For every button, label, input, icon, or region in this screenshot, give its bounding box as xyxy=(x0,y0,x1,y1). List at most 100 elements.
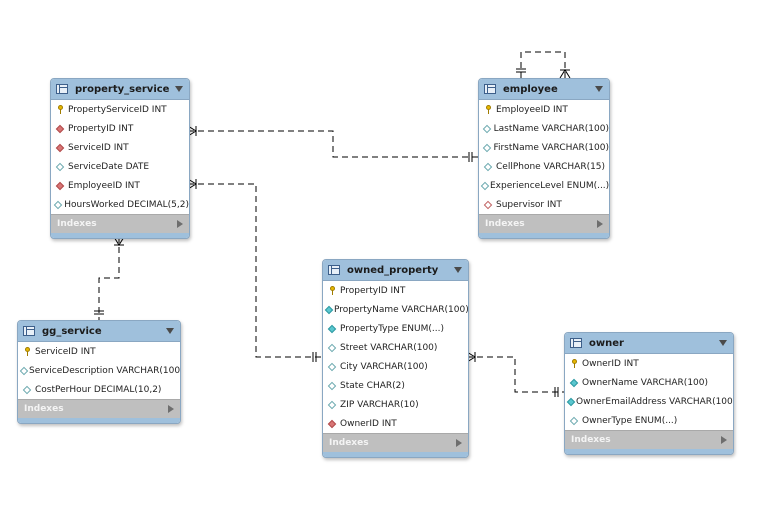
icon-shape xyxy=(483,162,493,171)
collapse-icon[interactable] xyxy=(175,86,183,92)
column-label: Street VARCHAR(100) xyxy=(340,342,438,353)
collapse-icon[interactable] xyxy=(166,328,174,334)
column-label: PropertyID INT xyxy=(340,285,406,296)
nullable-foreign-key-diamond-icon xyxy=(482,200,494,209)
column-row[interactable]: PropertyName VARCHAR(100) xyxy=(323,300,468,319)
not-null-diamond-icon xyxy=(324,305,334,314)
column-row[interactable]: CellPhone VARCHAR(15) xyxy=(479,157,609,176)
bar-owner-owned xyxy=(554,387,559,397)
nullable-diamond-icon xyxy=(480,181,490,190)
column-list: OwnerID INT OwnerName VARCHAR(100)OwnerEm… xyxy=(565,354,733,430)
foreign-key-diamond-icon xyxy=(54,143,66,152)
column-label: ServiceDescription VARCHAR(100) xyxy=(29,365,181,376)
icon-shape xyxy=(55,162,65,171)
entity-header[interactable]: owner xyxy=(565,333,733,354)
column-row[interactable]: Supervisor INT xyxy=(479,195,609,214)
rel-employee-supervisor-self xyxy=(520,51,566,78)
entity-footer xyxy=(51,233,189,238)
foreign-key-diamond-icon xyxy=(54,181,66,190)
column-row[interactable]: CostPerHour DECIMAL(10,2) xyxy=(18,380,180,399)
column-row[interactable]: OwnerType ENUM(...) xyxy=(565,411,733,430)
column-row[interactable]: PropertyID INT xyxy=(323,281,468,300)
indexes-label: Indexes xyxy=(57,219,97,229)
entity-title: gg_service xyxy=(42,325,102,337)
collapse-icon[interactable] xyxy=(454,267,462,273)
column-row[interactable]: ServiceDescription VARCHAR(100) xyxy=(18,361,180,380)
expand-arrow-icon[interactable] xyxy=(177,220,183,228)
column-row[interactable]: ServiceID INT xyxy=(18,342,180,361)
column-list: PropertyID INT PropertyName VARCHAR(100) P… xyxy=(323,281,468,433)
indexes-bar[interactable]: Indexes xyxy=(51,214,189,233)
not-null-diamond-icon xyxy=(566,397,576,406)
indexes-bar[interactable]: Indexes xyxy=(565,430,733,449)
column-row[interactable]: LastName VARCHAR(100) xyxy=(479,119,609,138)
icon-shape xyxy=(55,181,65,190)
nullable-diamond-icon xyxy=(19,366,29,375)
column-label: Supervisor INT xyxy=(496,199,562,210)
table-icon xyxy=(484,84,496,94)
entity-header[interactable]: property_service xyxy=(51,79,189,100)
entity-header[interactable]: gg_service xyxy=(18,321,180,342)
entity-header[interactable]: owned_property xyxy=(323,260,468,281)
column-label: FirstName VARCHAR(100) xyxy=(493,142,609,153)
indexes-bar[interactable]: Indexes xyxy=(18,399,180,418)
column-row[interactable]: City VARCHAR(100) xyxy=(323,357,468,376)
nullable-diamond-icon xyxy=(482,162,494,171)
entity-owned-property[interactable]: owned_property PropertyID INT PropertyNam… xyxy=(322,259,469,458)
icon-shape xyxy=(329,286,335,295)
indexes-label: Indexes xyxy=(485,219,525,229)
column-row[interactable]: ExperienceLevel ENUM(...) xyxy=(479,176,609,195)
icon-shape xyxy=(482,143,491,152)
column-label: PropertyType ENUM(...) xyxy=(340,323,444,334)
column-row[interactable]: PropertyServiceID INT xyxy=(51,100,189,119)
column-row[interactable]: ServiceDate DATE xyxy=(51,157,189,176)
crowfoot-employee-self xyxy=(559,69,571,79)
icon-shape xyxy=(53,200,63,209)
bar-owned-ps xyxy=(312,352,317,362)
entity-title: owner xyxy=(589,337,624,349)
column-row[interactable]: State CHAR(2) xyxy=(323,376,468,395)
column-row[interactable]: PropertyID INT xyxy=(51,119,189,138)
column-row[interactable]: HoursWorked DECIMAL(5,2) xyxy=(51,195,189,214)
column-label: OwnerID INT xyxy=(582,358,639,369)
column-row[interactable]: Street VARCHAR(100) xyxy=(323,338,468,357)
column-row[interactable]: OwnerEmailAddress VARCHAR(100) xyxy=(565,392,733,411)
icon-shape xyxy=(485,105,491,114)
rel-owner-owned-property xyxy=(467,356,564,393)
expand-arrow-icon[interactable] xyxy=(456,439,462,447)
indexes-bar[interactable]: Indexes xyxy=(479,214,609,233)
column-row[interactable]: OwnerID INT xyxy=(565,354,733,373)
expand-arrow-icon[interactable] xyxy=(721,436,727,444)
indexes-bar[interactable]: Indexes xyxy=(323,433,468,452)
column-row[interactable]: OwnerName VARCHAR(100) xyxy=(565,373,733,392)
expand-arrow-icon[interactable] xyxy=(597,220,603,228)
icon-shape xyxy=(55,143,65,152)
icon-shape xyxy=(19,366,29,375)
column-row[interactable]: EmployeeID INT xyxy=(479,100,609,119)
collapse-icon[interactable] xyxy=(595,86,603,92)
expand-arrow-icon[interactable] xyxy=(168,405,174,413)
column-row[interactable]: ServiceID INT xyxy=(51,138,189,157)
column-row[interactable]: EmployeeID INT xyxy=(51,176,189,195)
entity-gg-service[interactable]: gg_service ServiceID INT ServiceDescripti… xyxy=(17,320,181,424)
icon-shape xyxy=(24,347,30,356)
column-row[interactable]: ZIP VARCHAR(10) xyxy=(323,395,468,414)
crowfoot-ps-gg xyxy=(113,236,125,246)
column-row[interactable]: PropertyType ENUM(...) xyxy=(323,319,468,338)
primary-key-icon xyxy=(482,105,494,114)
column-label: OwnerType ENUM(...) xyxy=(582,415,678,426)
column-label: ZIP VARCHAR(10) xyxy=(340,399,419,410)
entity-footer xyxy=(18,418,180,423)
column-row[interactable]: FirstName VARCHAR(100) xyxy=(479,138,609,157)
column-row[interactable]: OwnerID INT xyxy=(323,414,468,433)
entity-header[interactable]: employee xyxy=(479,79,609,100)
not-null-diamond-icon xyxy=(326,324,338,333)
table-icon xyxy=(570,338,582,348)
icon-shape xyxy=(566,397,576,406)
collapse-icon[interactable] xyxy=(719,340,727,346)
bar-employee-self xyxy=(516,68,526,73)
icon-shape xyxy=(482,124,492,133)
